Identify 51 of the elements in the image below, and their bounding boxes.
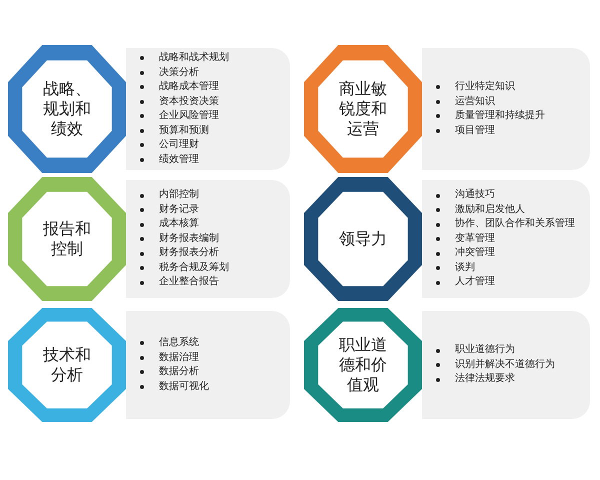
badge-title: 领导力	[338, 229, 388, 249]
list-item: 数据分析	[159, 365, 199, 379]
list-item: 职业道德行为	[455, 343, 515, 358]
octagon-badge	[304, 45, 422, 173]
list-item: 激励和启发他人	[455, 202, 525, 217]
card-background	[422, 48, 590, 170]
list-item: 财务报表分析	[159, 246, 219, 260]
card-background	[126, 48, 290, 170]
list-item: 财务记录	[159, 202, 199, 217]
octagon-badge	[304, 308, 422, 422]
list-item: 质量管理和持续提升	[455, 109, 545, 123]
card-background	[126, 180, 290, 298]
list-item: 资本投资决策	[159, 94, 219, 108]
list-item: 数据可视化	[159, 380, 209, 394]
list-item: 冲突管理	[455, 246, 495, 260]
list-item: 行业特定知识	[455, 80, 515, 94]
card-background	[126, 311, 290, 419]
list-item: 战略和战术规划	[159, 51, 229, 65]
list-item: 税务合规及筹划	[159, 260, 229, 275]
list-item: 信息系统	[159, 336, 199, 350]
list-item: 成本核算	[159, 217, 199, 232]
badge-title: 报告和控制	[42, 219, 92, 259]
list-item: 谈判	[455, 260, 475, 275]
list-item: 预算和预测	[159, 124, 209, 138]
list-item: 运营知识	[455, 94, 495, 108]
octagon-badge	[8, 177, 126, 301]
card-background	[422, 311, 590, 419]
list-item: 协作、团队合作和关系管理	[455, 217, 575, 232]
list-item: 人才管理	[455, 275, 495, 290]
octagon-badge	[8, 45, 126, 173]
card-background	[422, 180, 590, 298]
list-item: 企业整合报告	[159, 275, 219, 290]
badge-title: 战略、规划和绩效	[42, 79, 92, 139]
list-item: 绩效管理	[159, 152, 199, 166]
list-item: 沟通技巧	[455, 188, 495, 202]
badge-title: 技术和分析	[42, 345, 92, 385]
list-item: 变革管理	[455, 232, 495, 246]
list-item: 法律法规要求	[455, 372, 515, 386]
list-item: 决策分析	[159, 66, 199, 80]
octagon-badge	[304, 177, 422, 301]
badge-title: 职业道德和价值观	[338, 335, 388, 395]
list-item: 财务报表编制	[159, 232, 219, 246]
octagon-badge	[8, 308, 126, 422]
list-item: 企业风险管理	[159, 109, 219, 123]
list-item: 内部控制	[159, 188, 199, 202]
list-item: 数据治理	[159, 350, 199, 364]
list-item: 战略成本管理	[159, 80, 219, 94]
list-item: 识别并解决不道德行为	[455, 358, 555, 372]
badge-title: 商业敏锐度和运营	[338, 79, 388, 139]
list-item: 公司理财	[159, 138, 199, 152]
list-item: 项目管理	[455, 124, 495, 138]
